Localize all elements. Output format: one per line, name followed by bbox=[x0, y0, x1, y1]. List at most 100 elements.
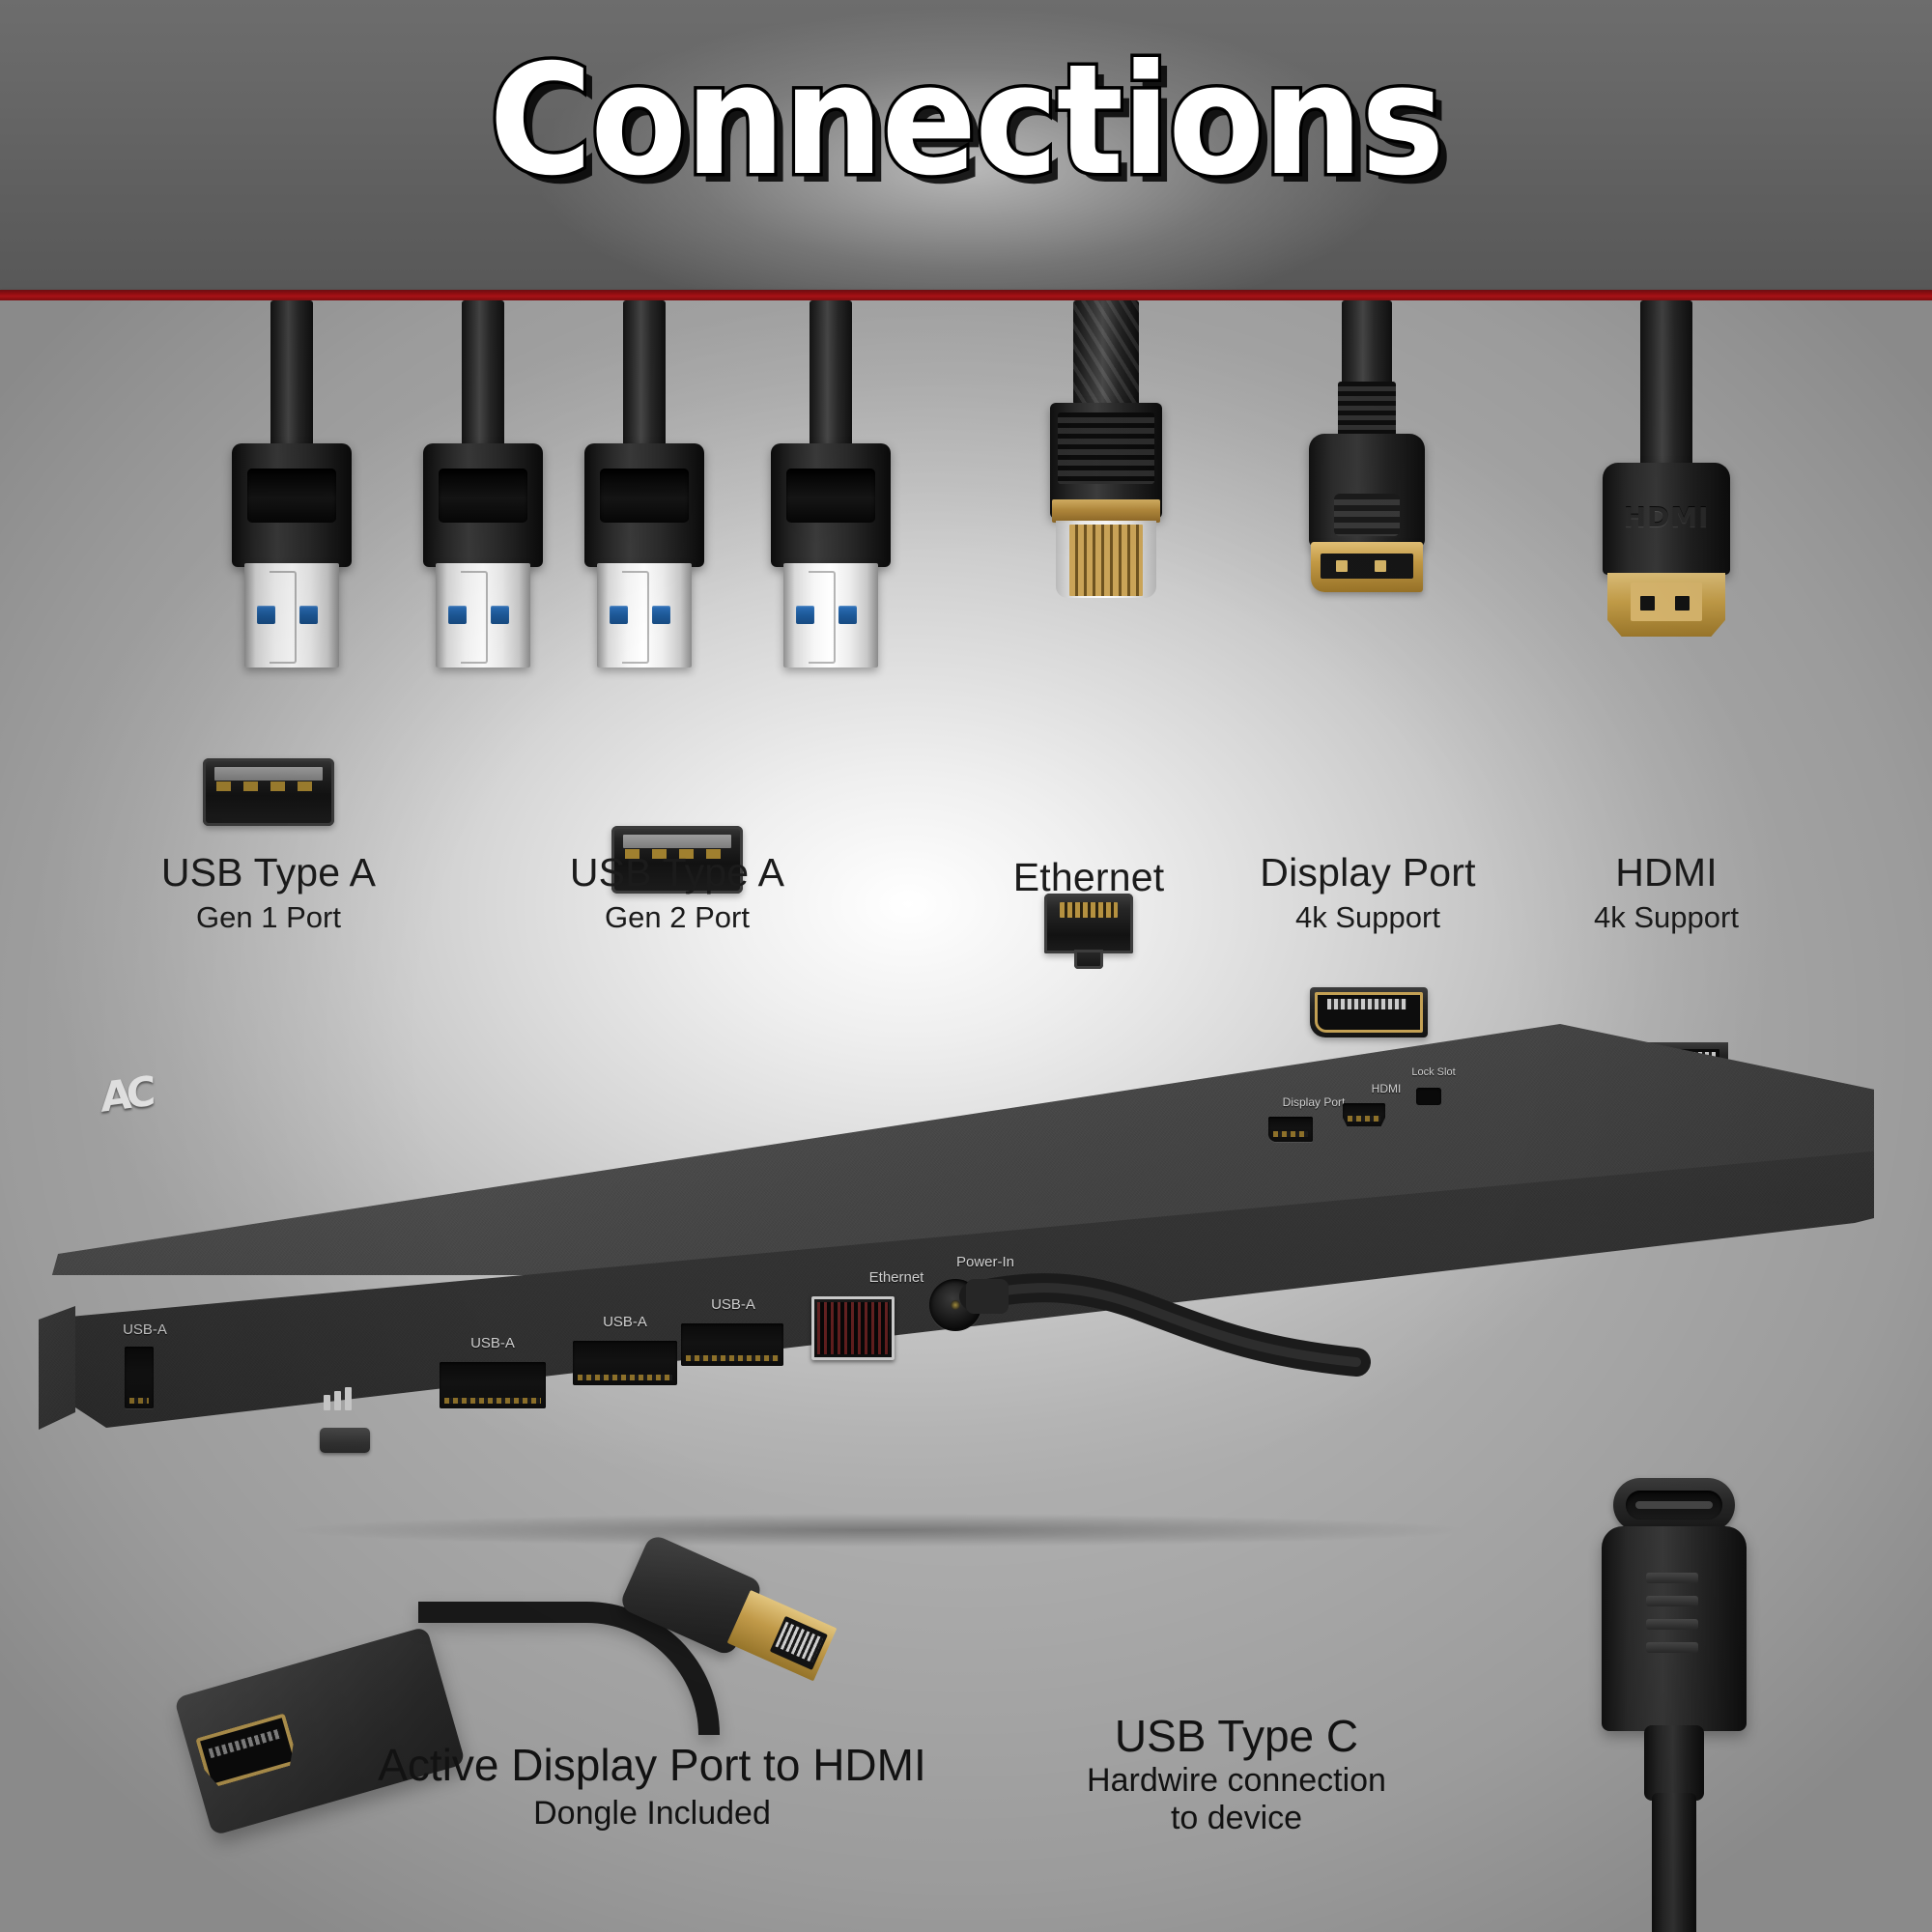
connector-title: USB Type A bbox=[160, 850, 377, 895]
label-ethernet: Ethernet bbox=[895, 855, 1282, 905]
cable-usb-a-1 bbox=[224, 300, 359, 706]
dock-port-label: Power-In bbox=[955, 1254, 1015, 1270]
dock-display-port-contacts bbox=[1273, 1131, 1308, 1137]
hdmi-contact-square bbox=[1675, 596, 1690, 611]
cable-wire bbox=[810, 300, 852, 447]
usb-c-grip-line bbox=[1646, 1642, 1698, 1653]
usb-c-subtitle-line1: Hardwire connection bbox=[1087, 1762, 1386, 1799]
power-button[interactable] bbox=[320, 1428, 370, 1453]
connector-title: Ethernet bbox=[1012, 855, 1165, 899]
usb-a-pin bbox=[257, 606, 275, 624]
hdmi-gold-tip bbox=[1607, 573, 1725, 637]
display-port-icon bbox=[1310, 987, 1428, 1037]
cable-wire bbox=[623, 300, 666, 447]
dock-usb-a-contacts bbox=[578, 1375, 672, 1380]
cable-wire bbox=[270, 300, 313, 447]
dock-port-label: USB-A bbox=[711, 1296, 755, 1313]
usb-c-oval-opening bbox=[1626, 1491, 1722, 1520]
rj45-gold-pins bbox=[1069, 525, 1143, 596]
usb-a-pin bbox=[652, 606, 670, 624]
cable-wire bbox=[462, 300, 504, 447]
cable-hdmi: HDMI bbox=[1589, 300, 1744, 725]
hdmi-contact-square bbox=[1640, 596, 1655, 611]
usb-a-plug-metal bbox=[436, 563, 530, 668]
dock-usb-a-contacts bbox=[444, 1398, 541, 1404]
cable-usb-a-4 bbox=[763, 300, 898, 706]
connector-title: HDMI bbox=[1615, 850, 1718, 895]
label-usb-a-gen2: USB Type A Gen 2 Port bbox=[484, 850, 870, 935]
cable-wire-braided bbox=[1073, 300, 1139, 409]
cable-wire bbox=[1342, 300, 1392, 385]
usb-a-pin bbox=[491, 606, 509, 624]
label-dongle: Active Display Port to HDMI Dongle Inclu… bbox=[227, 1739, 1077, 1833]
usb-a-plug-metal bbox=[783, 563, 878, 668]
usb-a-pin bbox=[838, 606, 857, 624]
dock-port-label: Display Port bbox=[1282, 1095, 1346, 1109]
ethernet-rj45-port-icon bbox=[1044, 894, 1133, 973]
display-port-icon-contacts bbox=[1327, 999, 1406, 1009]
displayport-grip bbox=[1334, 494, 1400, 536]
usb-type-a-port-icon bbox=[203, 758, 334, 826]
displayport-contacts bbox=[1321, 554, 1413, 579]
dock-usb-a-slot bbox=[573, 1341, 677, 1385]
connector-subtitle: 4k Support bbox=[1295, 900, 1440, 934]
displayport-contact-dot bbox=[1336, 560, 1348, 572]
label-hdmi: HDMI 4k Support bbox=[1473, 850, 1860, 935]
usb-c-grip-line bbox=[1646, 1573, 1698, 1583]
displayport-contact-dot bbox=[1375, 560, 1386, 572]
led-bar bbox=[324, 1395, 330, 1410]
usb-a-seam bbox=[809, 571, 836, 664]
led-bar bbox=[334, 1391, 341, 1410]
label-usb-type-c: USB Type C Hardwire connection to device bbox=[966, 1710, 1507, 1837]
cable-ethernet bbox=[1038, 300, 1174, 725]
usb-a-plug-metal bbox=[597, 563, 692, 668]
accent-divider bbox=[0, 290, 1932, 300]
cable-strain-relief bbox=[1338, 382, 1396, 438]
dock-port-label: HDMI bbox=[1371, 1082, 1402, 1095]
rj45-grip-ridges bbox=[1058, 412, 1154, 484]
dock-port-label: Ethernet bbox=[868, 1269, 924, 1286]
usb-c-grip-line bbox=[1646, 1619, 1698, 1630]
dock-port-label: USB-A bbox=[603, 1314, 647, 1330]
rj45-icon-shell bbox=[1044, 894, 1133, 953]
label-usb-a-gen1: USB Type A Gen 1 Port bbox=[75, 850, 462, 935]
usb-c-strain-relief bbox=[1644, 1725, 1704, 1801]
usb-type-a-port-icon bbox=[611, 826, 743, 894]
usb-port-pins bbox=[216, 781, 321, 791]
usb-a-pin bbox=[610, 606, 628, 624]
usb-c-title: USB Type C bbox=[1114, 1711, 1359, 1761]
dock-port-label: USB-A bbox=[470, 1335, 515, 1351]
usb-port-bar bbox=[214, 767, 323, 781]
dongle-title: Active Display Port to HDMI bbox=[378, 1740, 926, 1790]
brand-logo: AC bbox=[99, 1066, 151, 1122]
dongle-subtitle: Dongle Included bbox=[533, 1795, 771, 1832]
usb-port-bar bbox=[623, 835, 731, 848]
rj45-icon-tab bbox=[1074, 950, 1103, 969]
dock-usb-a-slot bbox=[125, 1347, 154, 1408]
label-display-port: Display Port 4k Support bbox=[1175, 850, 1561, 935]
usb-c-connector-tip bbox=[1613, 1478, 1735, 1532]
led-bar bbox=[345, 1387, 352, 1410]
dock-rj45-jack bbox=[811, 1296, 895, 1360]
usb-c-cable-wire bbox=[1652, 1793, 1696, 1932]
usb-c-grip-line bbox=[1646, 1596, 1698, 1606]
dock-port-label: Lock Slot bbox=[1411, 1066, 1456, 1078]
dock-usb-a-slot bbox=[440, 1362, 546, 1408]
displayport-plug-pins bbox=[775, 1622, 823, 1663]
page-title: Connections bbox=[486, 32, 1447, 210]
dock-usb-a-contacts bbox=[686, 1355, 779, 1361]
dock-lock-slot-hole bbox=[1416, 1088, 1441, 1105]
usb-a-plug-metal bbox=[244, 563, 339, 668]
usb-a-plug-hood bbox=[232, 443, 352, 567]
usb-c-plug-body bbox=[1602, 1526, 1747, 1731]
usb-a-pin bbox=[299, 606, 318, 624]
usb-a-pin bbox=[448, 606, 467, 624]
connector-title: USB Type A bbox=[569, 850, 785, 895]
cable-usb-a-3 bbox=[577, 300, 712, 706]
usb-a-seam bbox=[622, 571, 649, 664]
displayport-plug-body bbox=[1309, 434, 1425, 548]
usb-a-plug-hood bbox=[771, 443, 891, 567]
header-banner: Connections bbox=[0, 0, 1932, 290]
cable-wire bbox=[1640, 300, 1692, 467]
hdmi-plug-body: HDMI bbox=[1603, 463, 1730, 575]
